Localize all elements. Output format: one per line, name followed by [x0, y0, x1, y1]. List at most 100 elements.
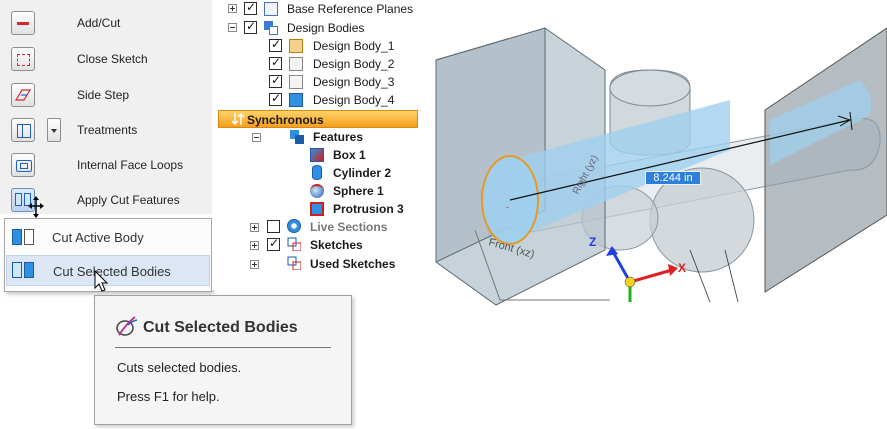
- add-cut-icon[interactable]: [11, 11, 35, 35]
- tree-label: Box 1: [333, 148, 366, 162]
- tree-item-design-body-1[interactable]: Design Body_1: [212, 37, 420, 55]
- apply-cut-features-command[interactable]: Apply Cut Features: [0, 183, 212, 217]
- tree-item-box-1[interactable]: Box 1: [212, 146, 420, 164]
- reference-planes-icon: [264, 2, 278, 16]
- tooltip-title: Cut Selected Bodies: [143, 319, 298, 336]
- collapse-icon[interactable]: [252, 133, 261, 142]
- tree-item-features[interactable]: Features: [212, 128, 420, 146]
- tree-item-sketches[interactable]: Sketches: [212, 236, 420, 254]
- close-sketch-command[interactable]: Close Sketch: [0, 42, 212, 76]
- selected-face[interactable]: [770, 80, 872, 165]
- tree-item-synchronous[interactable]: Synchronous: [218, 110, 418, 128]
- body-icon: [289, 75, 303, 89]
- tree-item-used-sketches[interactable]: Used Sketches: [212, 255, 420, 273]
- tree-item-design-body-4[interactable]: Design Body_4: [212, 91, 420, 109]
- cut-selected-bodies-label: Cut Selected Bodies: [53, 264, 171, 279]
- cut-selected-bodies-icon: [12, 262, 36, 279]
- treatments-label: Treatments: [77, 123, 138, 137]
- tree-label: Design Body_2: [313, 57, 395, 71]
- dimension-value-box[interactable]: 8.244 in: [645, 171, 701, 185]
- tree-item-design-body-2[interactable]: Design Body_2: [212, 55, 420, 73]
- tree-label: Used Sketches: [310, 257, 396, 271]
- close-sketch-label: Close Sketch: [77, 52, 148, 66]
- axis-z-label: Z: [589, 235, 596, 249]
- tree-label: Cylinder 2: [333, 166, 392, 180]
- expand-icon[interactable]: [228, 4, 237, 13]
- side-step-icon[interactable]: [11, 83, 35, 107]
- x-axis[interactable]: [629, 268, 673, 284]
- tree-label: Sketches: [310, 238, 363, 252]
- menu-item-cut-selected-bodies[interactable]: Cut Selected Bodies: [6, 255, 210, 286]
- expand-icon[interactable]: [250, 260, 259, 269]
- sketch-lines: [689, 249, 739, 303]
- synchronous-icon: [231, 112, 245, 126]
- close-sketch-icon[interactable]: [11, 47, 35, 71]
- expand-icon[interactable]: [250, 241, 259, 250]
- add-cut-command[interactable]: Add/Cut: [0, 6, 212, 40]
- right-plane-sketch[interactable]: [764, 27, 887, 293]
- tree-label: Design Body_1: [313, 39, 395, 53]
- cylinder-feature-icon: [312, 165, 322, 180]
- tree-item-design-bodies[interactable]: Design Bodies: [212, 19, 420, 37]
- pointer-cursor-icon: [94, 270, 109, 292]
- menu-item-cut-active-body[interactable]: Cut Active Body: [6, 222, 210, 253]
- origin-marker: -: [506, 202, 509, 212]
- axis-x-label: X: [678, 261, 686, 275]
- triad-origin[interactable]: [624, 276, 636, 288]
- model-graphics[interactable]: Z X Front (xz) Right (yz) -: [420, 0, 887, 310]
- tree-label: Protrusion 3: [333, 202, 404, 216]
- collapse-icon[interactable]: [228, 23, 237, 32]
- tree-label: Sphere 1: [333, 184, 384, 198]
- features-icon: [290, 130, 304, 144]
- tooltip-divider: [115, 347, 331, 348]
- visibility-checkbox[interactable]: [267, 236, 280, 251]
- apply-cut-features-icon[interactable]: [11, 188, 35, 212]
- treatments-command[interactable]: Treatments: [0, 113, 212, 147]
- active-body-icon: [289, 93, 303, 107]
- visibility-checkbox[interactable]: [244, 0, 257, 15]
- design-bodies-icon: [264, 21, 278, 35]
- internal-face-loops-command[interactable]: Internal Face Loops: [0, 148, 212, 182]
- tree-label: Design Bodies: [287, 21, 365, 35]
- z-axis[interactable]: [610, 249, 632, 283]
- tooltip-description: Cuts selected bodies.: [117, 360, 242, 375]
- treatments-dropdown-button[interactable]: [47, 118, 61, 142]
- cut-active-body-icon: [12, 229, 36, 246]
- front-plane: [474, 229, 610, 301]
- tree-item-live-sections[interactable]: Live Sections: [212, 218, 420, 236]
- side-step-label: Side Step: [77, 88, 130, 102]
- tree-item-cylinder-2[interactable]: Cylinder 2: [212, 164, 420, 182]
- visibility-checkbox[interactable]: [269, 37, 282, 52]
- move-cursor-icon: [28, 196, 44, 218]
- visibility-checkbox[interactable]: [244, 19, 257, 34]
- side-step-command[interactable]: Side Step: [0, 78, 212, 112]
- visibility-checkbox[interactable]: [269, 73, 282, 88]
- tree-label: Live Sections: [310, 220, 388, 234]
- used-sketches-icon: [287, 256, 301, 270]
- visibility-checkbox[interactable]: [269, 91, 282, 106]
- tree-label: Base Reference Planes: [287, 2, 414, 16]
- body-icon: [289, 39, 303, 53]
- selected-cylinder[interactable]: [510, 100, 730, 240]
- graphics-viewport[interactable]: Z X Front (xz) Right (yz) - 8.244 in: [420, 0, 887, 310]
- live-sections-icon: [287, 219, 301, 233]
- cut-selected-bodies-tooltip-icon: [116, 316, 138, 336]
- command-ribbon: Add/Cut Close Sketch Side Step Treatment…: [0, 0, 213, 218]
- internal-face-loops-icon[interactable]: [11, 153, 35, 177]
- tree-item-base-reference-planes[interactable]: Base Reference Planes: [212, 0, 420, 18]
- visibility-checkbox[interactable]: [269, 55, 282, 70]
- expand-icon[interactable]: [250, 223, 259, 232]
- tree-item-design-body-3[interactable]: Design Body_3: [212, 73, 420, 91]
- box-feature-icon: [310, 148, 324, 162]
- command-tooltip: Cut Selected Bodies Cuts selected bodies…: [94, 295, 352, 425]
- cut-active-body-label: Cut Active Body: [52, 230, 144, 245]
- pathfinder-tree: Base Reference Planes Design Bodies Desi…: [212, 0, 420, 290]
- tree-item-protrusion-3[interactable]: Protrusion 3: [212, 200, 420, 218]
- tree-item-sphere-1[interactable]: Sphere 1: [212, 182, 420, 200]
- protrusion-feature-icon: [310, 202, 324, 216]
- add-cut-label: Add/Cut: [77, 16, 121, 30]
- upper-cylinder-top: [609, 69, 691, 107]
- treatments-icon[interactable]: [11, 118, 35, 142]
- visibility-checkbox[interactable]: [267, 220, 280, 233]
- dimension-line[interactable]: [509, 119, 851, 201]
